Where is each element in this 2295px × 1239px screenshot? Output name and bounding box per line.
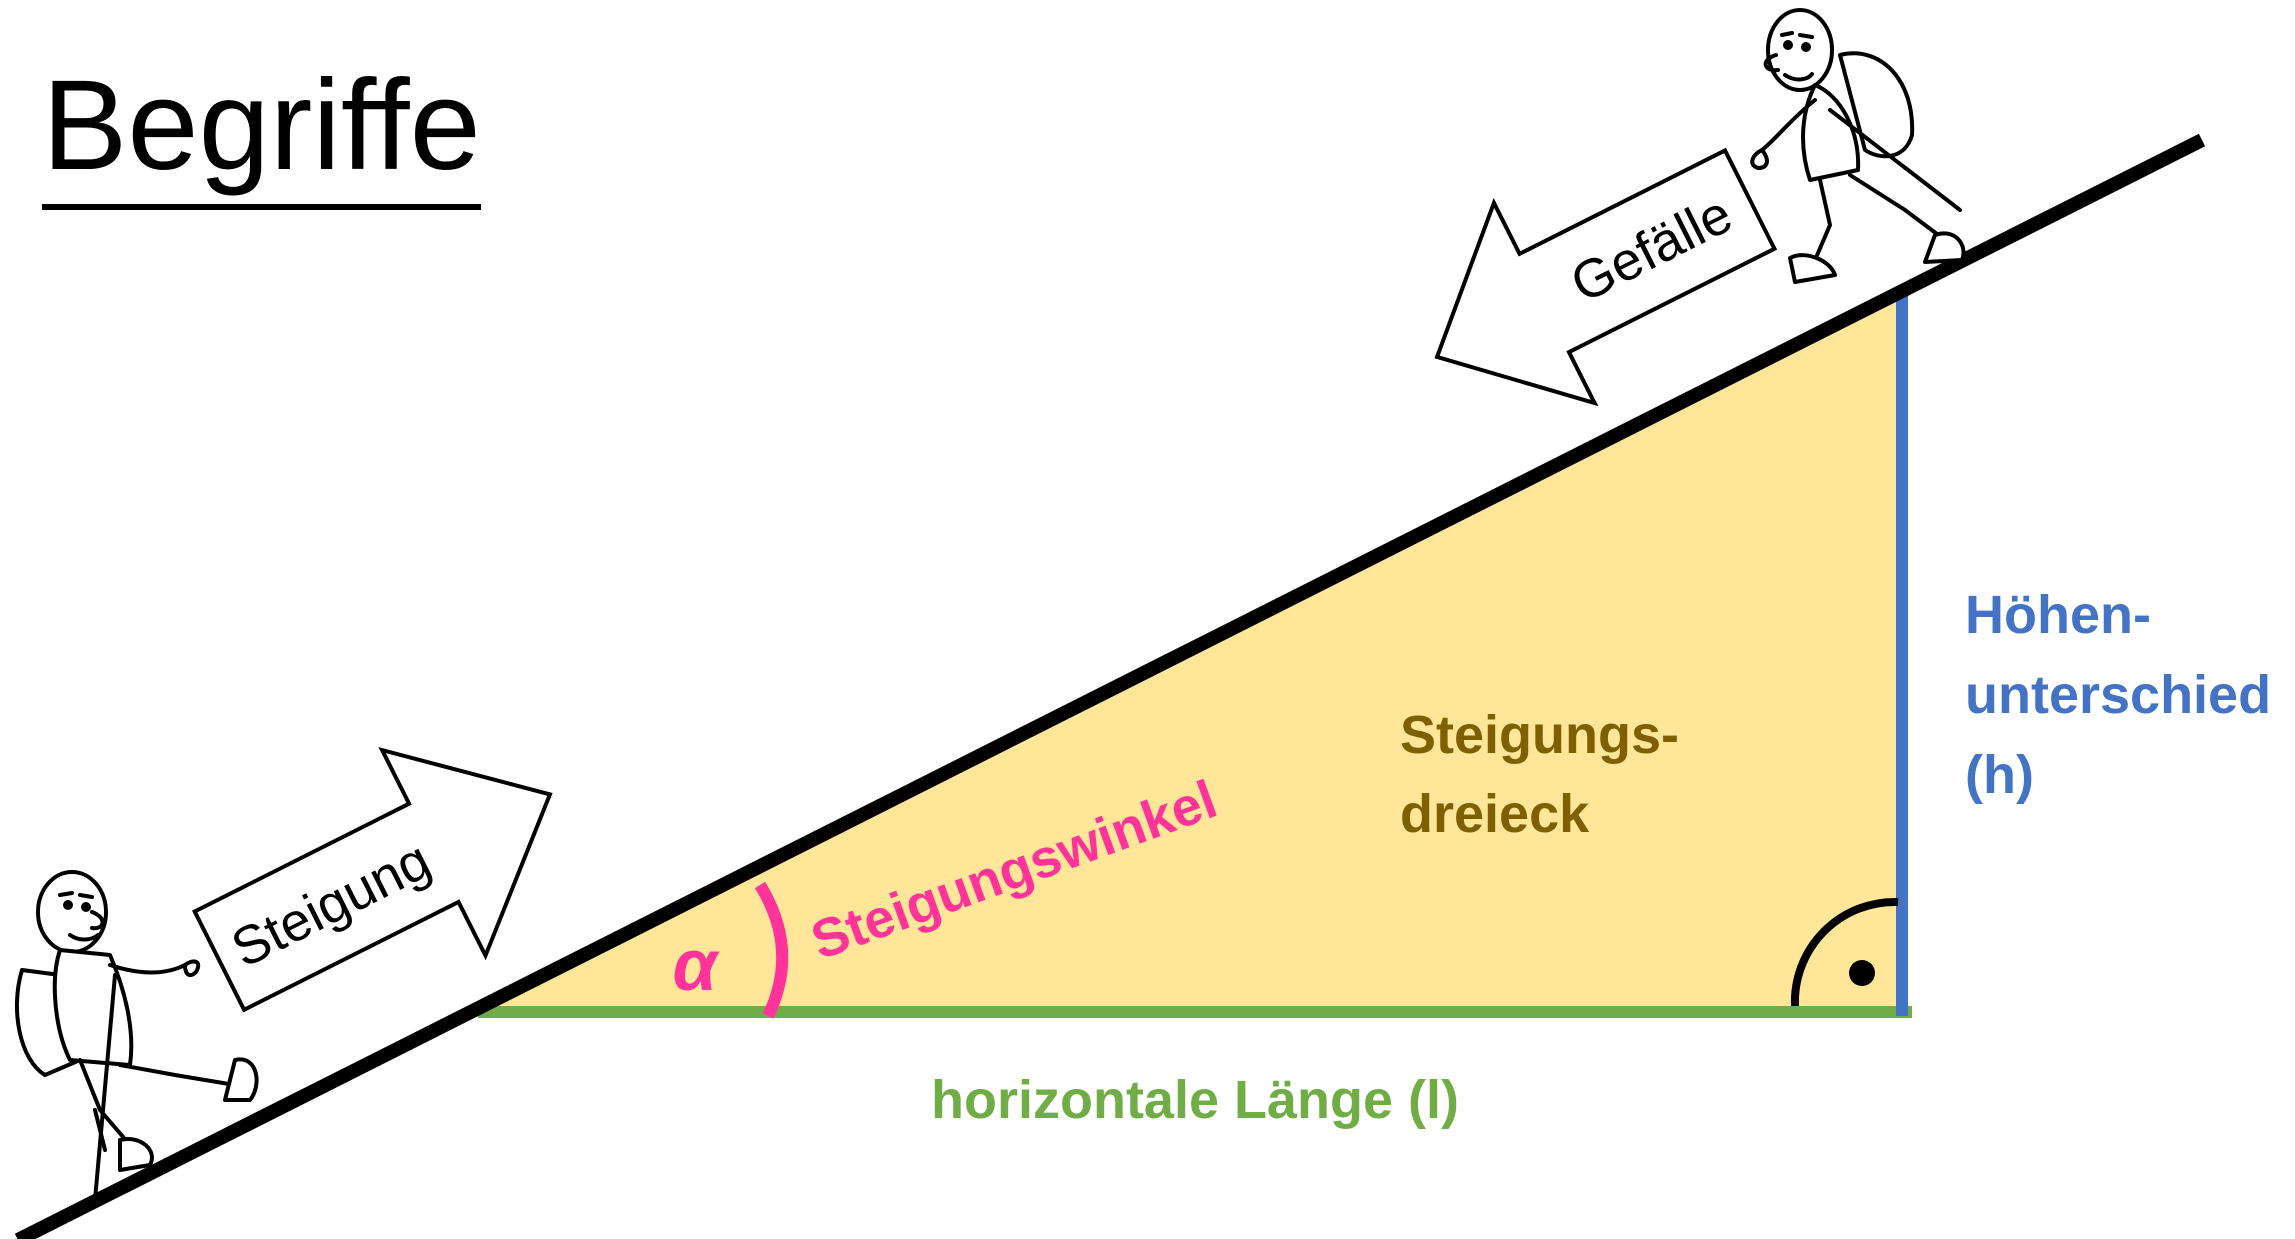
triangle-label-line2: dreieck	[1400, 784, 1590, 844]
triangle-label-line1: Steigungs-	[1400, 705, 1679, 765]
hiker-downhill-icon	[1750, 8, 1966, 284]
angle-symbol: α	[673, 926, 721, 1006]
height-label-line2: unterschied	[1965, 665, 2271, 725]
hiker-uphill-icon	[15, 870, 259, 1202]
right-angle-marker-icon	[1790, 897, 1899, 1007]
height-label-line3: (h)	[1965, 745, 2034, 805]
angle-arc	[754, 881, 789, 1019]
slope-line	[14, 133, 2206, 1239]
page-title: Begriffe	[42, 62, 481, 210]
height-label-line1: Höhen-	[1965, 585, 2151, 645]
horizontal-length-label: horizontale Länge (l)	[931, 1070, 1459, 1130]
